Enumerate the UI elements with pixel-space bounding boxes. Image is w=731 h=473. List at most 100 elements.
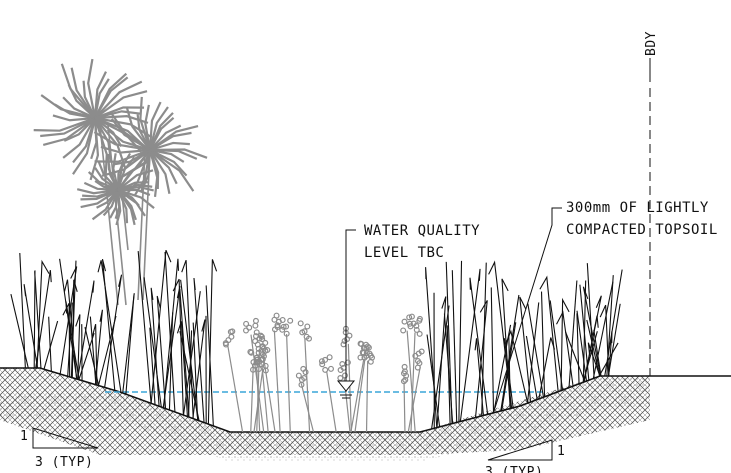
reed-blade bbox=[431, 305, 450, 430]
flower-bud bbox=[414, 358, 421, 365]
reed-blade bbox=[149, 327, 156, 405]
tree-frond bbox=[148, 106, 169, 151]
tree-frond bbox=[94, 148, 151, 163]
tree-frond bbox=[144, 104, 152, 151]
tree-frond bbox=[149, 149, 188, 177]
flower-stem bbox=[350, 358, 365, 433]
topsoil-label-line1: 300mm OF LIGHTLY bbox=[566, 200, 709, 216]
slope-right-run: 3 (TYP) bbox=[485, 465, 543, 473]
water-quality-label-line2: LEVEL TBC bbox=[364, 245, 444, 261]
flower-bud bbox=[408, 313, 415, 320]
tree-frond bbox=[136, 114, 151, 151]
reed-blade bbox=[193, 277, 205, 423]
flower-bud bbox=[337, 375, 344, 382]
tree-frond bbox=[116, 189, 129, 224]
reed-blade bbox=[156, 295, 167, 409]
flower-bud bbox=[406, 314, 413, 321]
flower-bud bbox=[228, 333, 235, 340]
water-level-triangle-icon bbox=[336, 380, 356, 399]
flower-stem bbox=[326, 371, 337, 433]
flower-bud bbox=[322, 356, 329, 363]
reed-blade bbox=[71, 279, 78, 378]
tree-frond bbox=[93, 78, 110, 119]
flower-stem bbox=[273, 330, 281, 433]
flower-bud bbox=[253, 329, 260, 336]
reed-blade bbox=[65, 301, 80, 380]
slope-right-rise: 1 bbox=[557, 444, 565, 459]
boundary-label: BDY bbox=[644, 31, 659, 56]
tree-frond bbox=[76, 188, 119, 195]
water-quality-label-line1: WATER QUALITY bbox=[364, 223, 480, 239]
flower-bud bbox=[250, 366, 257, 373]
flower-bud bbox=[301, 328, 308, 335]
reed-blade bbox=[125, 294, 135, 395]
flower-bud bbox=[280, 323, 287, 330]
flower-bud bbox=[252, 322, 259, 329]
tree-frond bbox=[40, 94, 96, 120]
tree-frond bbox=[94, 167, 119, 191]
tree-frond bbox=[33, 116, 96, 132]
flower-bud bbox=[297, 320, 304, 327]
flower-bud bbox=[318, 358, 325, 365]
reed-blade bbox=[150, 287, 160, 407]
reed-blade bbox=[490, 287, 495, 413]
flower-bud bbox=[295, 372, 302, 379]
flower-bud bbox=[259, 336, 266, 343]
flower-bud bbox=[258, 333, 265, 340]
reed-blade bbox=[104, 274, 123, 388]
slope-indicator-right: 1 3 (TYP) bbox=[485, 439, 565, 473]
reed-blade bbox=[519, 296, 532, 403]
reed-blade bbox=[576, 313, 580, 384]
reed-blade bbox=[150, 249, 172, 404]
tree-frond bbox=[149, 148, 185, 163]
tree-frond bbox=[94, 110, 141, 120]
flower-stem bbox=[227, 345, 244, 433]
tree-frond bbox=[62, 117, 96, 159]
ground-hatch-left bbox=[0, 368, 230, 455]
reed-blade bbox=[446, 325, 451, 425]
tree-frond bbox=[87, 58, 97, 119]
tree-frond bbox=[111, 113, 151, 151]
reed-blade bbox=[91, 323, 98, 386]
flower-bud bbox=[401, 363, 408, 370]
tree-frond bbox=[149, 131, 192, 151]
flower-bud bbox=[344, 359, 351, 366]
reed-blade bbox=[59, 266, 78, 375]
flower-bud bbox=[252, 317, 259, 324]
topsoil-callout: 300mm OF LIGHTLY COMPACTED TOPSOIL bbox=[494, 200, 718, 409]
reed-blade bbox=[10, 294, 29, 369]
reed-blade bbox=[137, 251, 152, 404]
flower-bud bbox=[301, 375, 308, 382]
flower-bud bbox=[341, 372, 348, 379]
flower-stem bbox=[347, 343, 352, 433]
flower-bud bbox=[262, 339, 269, 346]
reed-blade bbox=[607, 303, 621, 377]
ground-hatch-base bbox=[230, 432, 420, 455]
flower-bud bbox=[416, 315, 423, 322]
tree-frond bbox=[62, 96, 96, 120]
flower-bud bbox=[287, 317, 294, 324]
topsoil-label-line2: COMPACTED TOPSOIL bbox=[566, 222, 718, 238]
reed-blade bbox=[586, 263, 595, 379]
reed-blade bbox=[97, 315, 117, 386]
reed-blade bbox=[164, 251, 176, 413]
flower-bud bbox=[273, 312, 280, 319]
reed-blade bbox=[459, 268, 481, 422]
flower-bud bbox=[225, 337, 232, 344]
reed-blade bbox=[67, 302, 73, 377]
tree-frond bbox=[117, 169, 154, 191]
flower-bud bbox=[258, 356, 265, 363]
tree-frond bbox=[90, 117, 98, 160]
reed-blade bbox=[176, 321, 188, 417]
reed-blade bbox=[527, 303, 545, 398]
reed-blade bbox=[89, 316, 97, 385]
slope-indicator-left: 1 3 (TYP) bbox=[20, 427, 99, 470]
tree-trunks bbox=[99, 124, 151, 306]
flower-stem bbox=[256, 368, 261, 433]
flower-bud bbox=[259, 344, 266, 351]
reed-blade bbox=[101, 258, 116, 391]
reed-blade bbox=[451, 270, 458, 423]
tree-frond bbox=[149, 149, 178, 185]
tree-frond bbox=[149, 149, 171, 194]
